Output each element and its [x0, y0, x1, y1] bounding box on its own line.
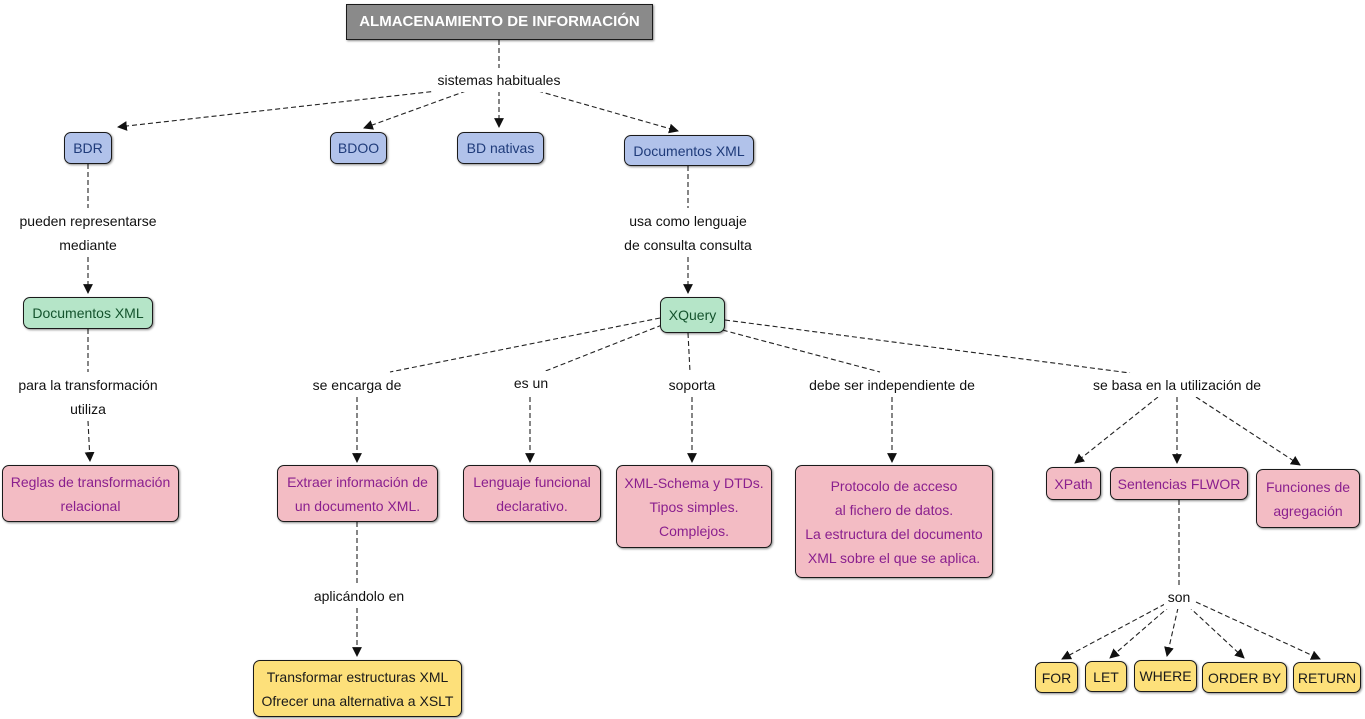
link-basa-funciones	[1195, 396, 1301, 466]
node-where: WHERE	[1134, 660, 1197, 692]
link-son-orderby	[1187, 605, 1245, 659]
label-son: son	[1164, 585, 1194, 609]
link-xquery-basa	[724, 319, 1131, 374]
label-debe-ser-independiente: debe ser independiente de	[804, 373, 980, 397]
label-sistemas-habituales: sistemas habituales	[432, 68, 566, 92]
node-bd-nativas: BD nativas	[457, 132, 544, 164]
label-es-un: es un	[508, 371, 554, 395]
link-xquery-soporta	[687, 332, 691, 373]
link-para-reglas	[84, 420, 95, 462]
node-extraer-informacion: Extraer información de un documento XML.	[277, 465, 438, 522]
link-xquery-debe	[714, 327, 881, 373]
link-xquery-esun	[542, 324, 663, 373]
label-se-encarga-de: se encarga de	[306, 373, 408, 397]
node-funciones-agregacion: Funciones de agregación	[1256, 469, 1360, 528]
label-aplicandolo-en: aplicándolo en	[308, 584, 410, 608]
title-text: ALMACENAMIENTO DE INFORMACIÓN	[359, 13, 640, 30]
label-se-basa-en: se basa en la utilización de	[1088, 373, 1266, 397]
node-documentos-xml: Documentos XML	[624, 135, 754, 166]
link-son-return	[1195, 601, 1321, 660]
node-sentencias-flwor: Sentencias FLWOR	[1110, 467, 1248, 500]
link-son-for	[1061, 603, 1166, 660]
node-transformar-estructuras: Transformar estructuras XML Ofrecer una …	[253, 660, 462, 717]
node-xpath: XPath	[1046, 467, 1101, 500]
label-usa-como-lenguaje: usa como lenguaje de consulta consulta	[614, 209, 762, 257]
link-son-where	[1164, 607, 1179, 657]
label-para-la-transformacion: para la transformación utiliza	[12, 373, 164, 421]
label-soporta: soporta	[664, 373, 720, 397]
node-xml-schema: XML-Schema y DTDs. Tipos simples. Comple…	[616, 465, 772, 548]
node-protocolo-acceso: Protocolo de acceso al fichero de datos.…	[795, 465, 993, 578]
node-for: FOR	[1035, 662, 1078, 693]
node-lenguaje-funcional: Lenguaje funcional declarativo.	[463, 465, 601, 522]
title-node: ALMACENAMIENTO DE INFORMACIÓN	[346, 4, 653, 40]
link-son-let	[1109, 605, 1171, 659]
node-xquery: XQuery	[660, 297, 725, 333]
node-reglas-transformacion: Reglas de transformación relacional	[2, 465, 179, 522]
label-pueden-representarse: pueden representarse mediante	[14, 209, 162, 257]
link-sistemas-docxml	[537, 90, 679, 134]
node-bdr: BDR	[64, 132, 112, 164]
node-documentos-xml-bdr: Documentos XML	[23, 297, 153, 329]
node-bdoo: BDOO	[330, 132, 387, 164]
link-xquery-encarga	[389, 317, 661, 373]
link-sistemas-bdr	[117, 88, 456, 131]
link-sistemas-bdoo	[363, 90, 467, 130]
node-let: LET	[1085, 661, 1127, 692]
node-order-by: ORDER BY	[1202, 662, 1287, 693]
node-return: RETURN	[1293, 662, 1361, 693]
link-basa-xpath	[1074, 396, 1159, 464]
